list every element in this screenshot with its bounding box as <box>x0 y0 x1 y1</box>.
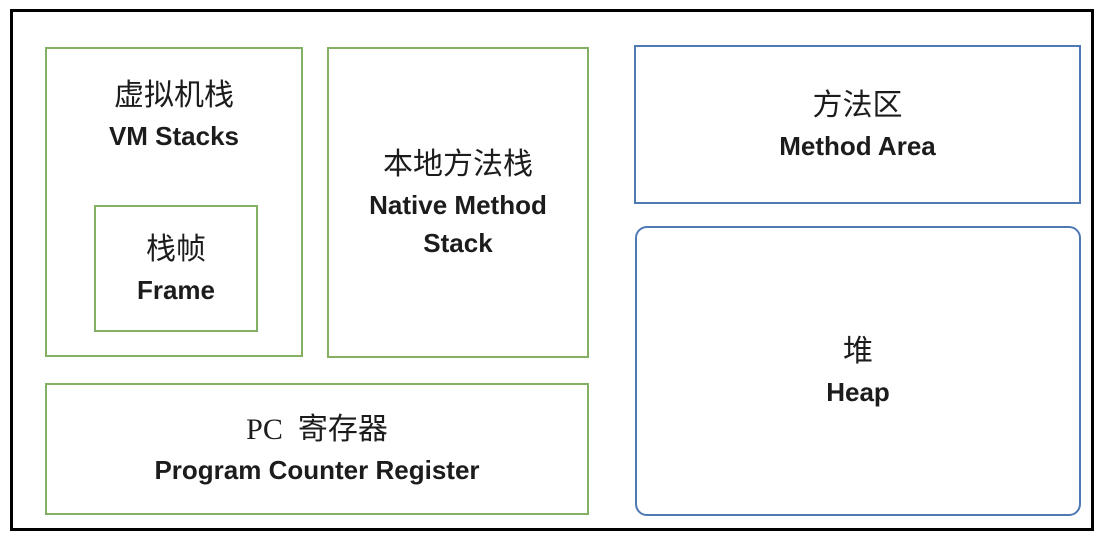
runtime-data-area-frame: 虚拟机栈 VM Stacks 栈帧 Frame 本地方法栈 Native Met… <box>10 9 1094 531</box>
native-method-stack-label-en: Native Method Stack <box>369 189 547 258</box>
frame-label-zh: 栈帧 <box>146 232 206 266</box>
heap-label-zh: 堆 <box>843 335 873 368</box>
heap-box: 堆 Heap <box>635 226 1081 516</box>
heap-label-en: Heap <box>826 377 890 407</box>
vm-stacks-label-zh: 虚拟机栈 <box>114 79 234 112</box>
pc-register-box: PC 寄存器 Program Counter Register <box>45 383 589 515</box>
pc-register-label-zh: PC 寄存器 <box>246 413 388 446</box>
native-method-stack-label-zh: 本地方法栈 <box>383 147 533 181</box>
native-method-stack-box: 本地方法栈 Native Method Stack <box>327 47 589 358</box>
method-area-box: 方法区 Method Area <box>634 45 1081 204</box>
vm-stacks-box: 虚拟机栈 VM Stacks 栈帧 Frame <box>45 47 303 357</box>
method-area-label-en: Method Area <box>779 130 936 161</box>
pc-register-label-en: Program Counter Register <box>154 455 480 485</box>
method-area-label-zh: 方法区 <box>812 88 903 122</box>
stack-frame-box: 栈帧 Frame <box>94 205 258 332</box>
vm-stacks-label-en: VM Stacks <box>108 121 240 151</box>
frame-label-en: Frame <box>136 274 216 305</box>
